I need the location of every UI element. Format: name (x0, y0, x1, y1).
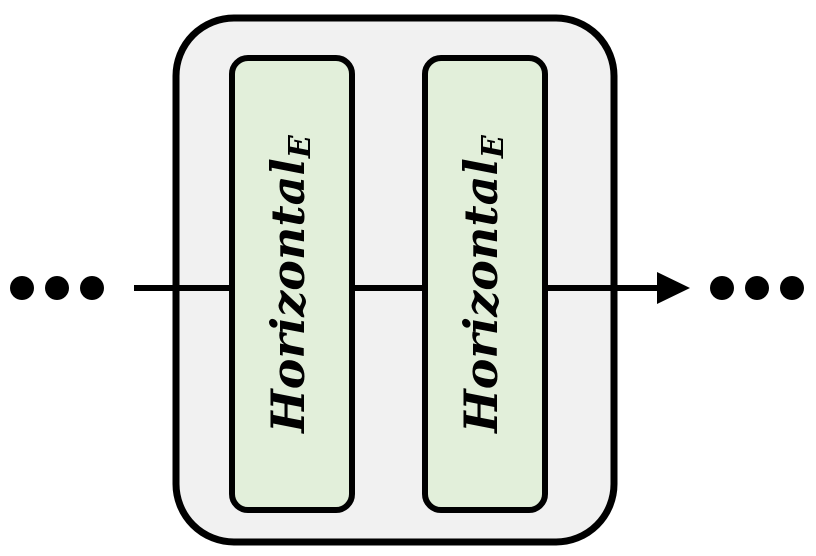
output-arrowhead (657, 272, 690, 304)
ellipsis-left (10, 276, 104, 300)
horizontal-block-2-label: HorizontalE (454, 134, 511, 435)
horizontal-block-1: HorizontalE (229, 55, 355, 513)
horizontal-block-2: HorizontalE (422, 55, 548, 513)
ellipsis-right (710, 276, 804, 300)
horizontal-block-1-label: HorizontalE (261, 134, 318, 435)
